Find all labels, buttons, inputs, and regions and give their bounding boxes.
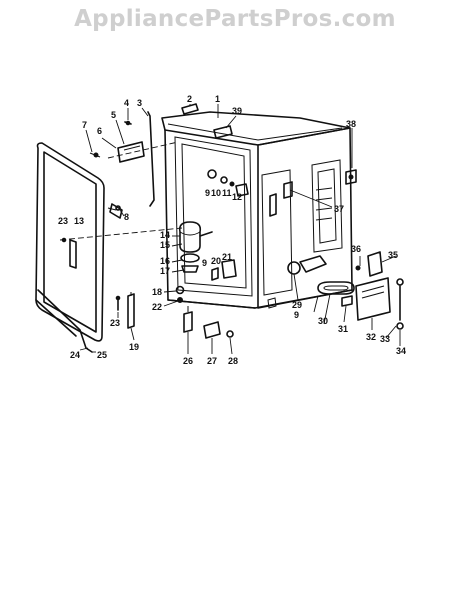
right-side-parts [269, 169, 404, 330]
watermark: AppliancePartsPros.com [74, 6, 396, 32]
callout-27: 27 [207, 356, 217, 366]
callout-39: 39 [232, 106, 242, 116]
callout-11: 11 [222, 188, 232, 198]
callout-32: 32 [366, 332, 376, 342]
callout-33: 33 [380, 334, 390, 344]
callout-36: 36 [351, 244, 361, 254]
callout-5: 5 [111, 110, 116, 120]
callout-38: 38 [346, 119, 356, 129]
callout-29: 29 [292, 300, 302, 310]
callout-12: 12 [232, 192, 242, 202]
hinge-assembly [89, 111, 155, 207]
callout-9-middle: 9 [202, 258, 207, 268]
callout-13: 13 [74, 216, 84, 226]
callout-21: 21 [222, 252, 232, 262]
callout-1: 1 [215, 94, 220, 104]
callout-16: 16 [160, 256, 170, 266]
callout-26: 26 [183, 356, 193, 366]
callout-8: 8 [124, 212, 129, 222]
callout-31: 31 [338, 324, 348, 334]
callout-25: 25 [97, 350, 107, 360]
callout-10: 10 [211, 188, 221, 198]
callout-34: 34 [396, 346, 406, 356]
leader-lines [79, 104, 401, 355]
callout-7: 7 [82, 120, 87, 130]
callout-24: 24 [70, 350, 80, 360]
callout-23-door: 23 [58, 216, 68, 226]
callout-labels: 1 2 3 4 5 6 7 8 9 9 9 10 11 12 13 14 15 … [58, 94, 406, 366]
callout-4: 4 [124, 98, 129, 108]
callout-6: 6 [97, 126, 102, 136]
callout-37: 37 [334, 204, 344, 214]
callout-18: 18 [152, 287, 162, 297]
door-panel [35, 142, 123, 353]
callout-14: 14 [160, 230, 170, 240]
internal-parts [61, 103, 249, 339]
callout-20: 20 [211, 256, 221, 266]
callout-3: 3 [137, 98, 142, 108]
callout-28: 28 [228, 356, 238, 366]
tub-body [161, 111, 353, 309]
callout-23-lower: 23 [110, 318, 120, 328]
callout-9-lower: 9 [294, 310, 299, 320]
callout-17: 17 [160, 266, 170, 276]
callout-19: 19 [129, 342, 139, 352]
callout-30: 30 [318, 316, 328, 326]
callout-2: 2 [187, 94, 192, 104]
callout-15: 15 [160, 240, 170, 250]
callout-35: 35 [388, 250, 398, 260]
callout-9-upper: 9 [205, 188, 210, 198]
callout-22: 22 [152, 302, 162, 312]
